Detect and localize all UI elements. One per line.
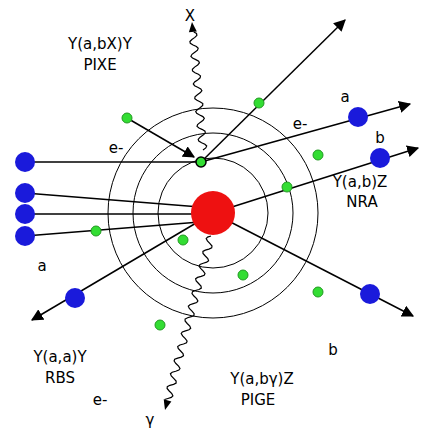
photon-wave — [165, 236, 212, 400]
particle-label: a — [37, 259, 46, 274]
reaction-label: Y(a,a)Y — [33, 350, 86, 365]
method-label: PIXE — [83, 58, 116, 73]
electrons — [91, 98, 323, 330]
ion-particles — [15, 107, 390, 308]
photon-label: γ — [146, 413, 155, 428]
particle-label: b — [375, 131, 385, 146]
arrow-head — [189, 22, 197, 32]
particle-label: b — [328, 343, 338, 358]
photon-label: X — [185, 9, 195, 24]
photon-wave — [190, 32, 207, 150]
method-label: RBS — [45, 371, 75, 386]
electron-label: e- — [109, 141, 124, 156]
method-label: NRA — [346, 195, 377, 210]
arrow-head — [164, 399, 172, 410]
electron-label: e- — [93, 393, 108, 408]
particle-label: a — [340, 90, 349, 105]
reaction-label: Y(a,bX)Y — [68, 37, 132, 52]
nucleus — [191, 191, 235, 235]
electron-orbits — [108, 108, 318, 318]
photon-waves — [164, 22, 212, 410]
reaction-label: Y(a,bγ)Z — [230, 372, 294, 387]
method-label: PIGE — [241, 393, 276, 408]
electron-label: e- — [293, 117, 308, 132]
particle-tracks — [25, 20, 418, 320]
reaction-label: Y(a,b)Z — [333, 175, 388, 190]
